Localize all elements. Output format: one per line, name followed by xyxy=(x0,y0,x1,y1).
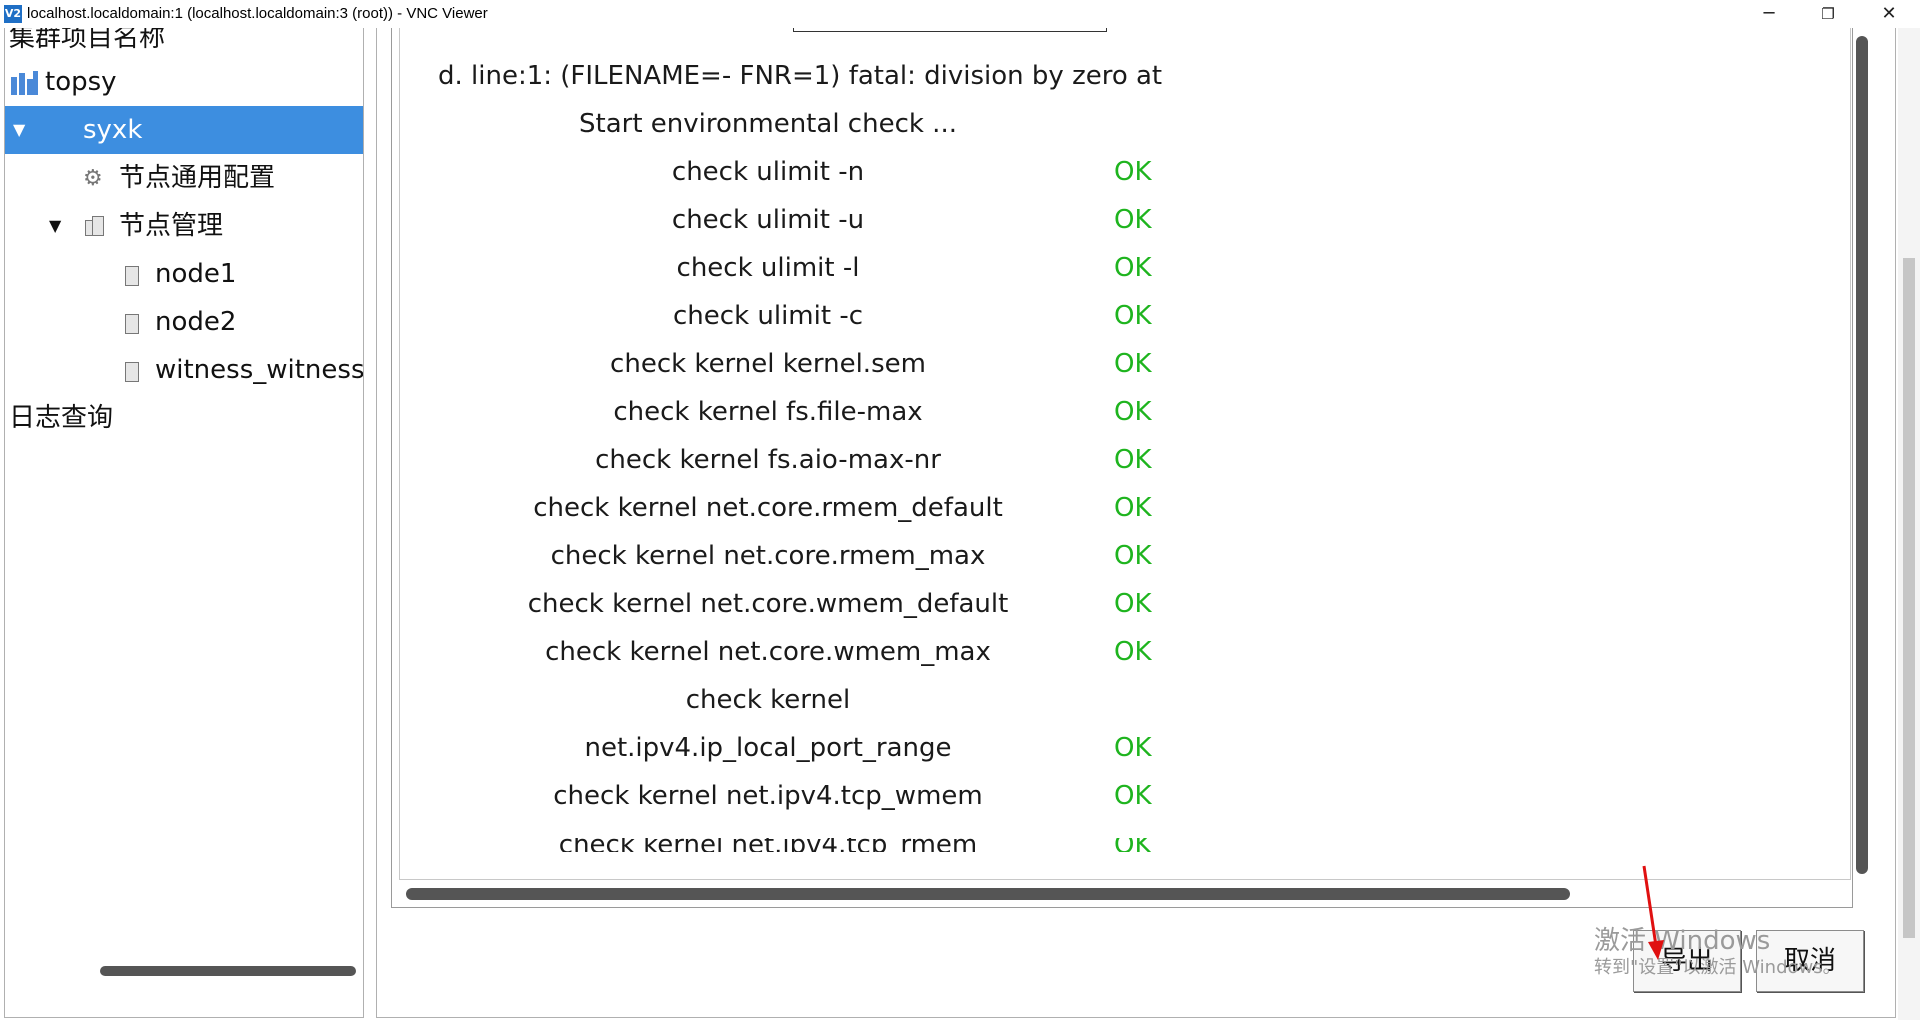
server-icon xyxy=(123,358,145,382)
check-label: check kernel kernel.sem xyxy=(610,349,926,379)
expand-arrow-icon[interactable]: ▼ xyxy=(49,216,62,235)
window-vertical-scrollbar[interactable] xyxy=(1903,258,1915,938)
check-output-area xyxy=(399,28,1851,880)
check-status-ok: OK xyxy=(1114,349,1152,379)
check-status-ok: OK xyxy=(1114,397,1152,427)
check-label: check kernel net.ipv4.tcp_rmem xyxy=(488,838,1048,852)
check-status-ok: OK xyxy=(1114,838,1152,852)
tree-item-log-query[interactable]: 日志查询 xyxy=(5,394,363,442)
check-status-ok: OK xyxy=(1114,781,1152,811)
tree-horizontal-scrollbar[interactable] xyxy=(100,966,356,976)
tree-item-node-management[interactable]: ▼ 节点管理 xyxy=(5,202,363,250)
tree-item-label: 日志查询 xyxy=(9,403,114,433)
output-vertical-scrollbar[interactable] xyxy=(1856,36,1868,874)
tree-item-label: witness_witness xyxy=(155,355,364,385)
minimize-button[interactable]: ─ xyxy=(1763,3,1775,24)
check-status-ok: OK xyxy=(1114,733,1152,763)
check-status-ok: OK xyxy=(1114,157,1152,187)
check-label: check ulimit -u xyxy=(671,205,865,235)
tree-item-node2[interactable]: node2 xyxy=(5,298,363,346)
output-horizontal-scrollbar[interactable] xyxy=(406,888,1570,900)
error-line: d. line:1: (FILENAME=- FNR=1) fatal: div… xyxy=(438,61,1163,91)
close-button[interactable]: ✕ xyxy=(1881,3,1897,24)
export-button[interactable]: 导出 xyxy=(1633,930,1741,992)
check-label: check kernel net.ipv4.tcp_wmem xyxy=(553,781,983,811)
check-label-wrapped-line2: net.ipv4.ip_local_port_range xyxy=(584,733,952,763)
project-tree-panel: 集群项目名称 topsy ▼ syxk ⚙ 节点通用配置 ▼ 节点管理 node… xyxy=(4,28,364,1018)
tree-item-label: 节点管理 xyxy=(119,211,224,241)
check-label: check kernel fs.aio-max-nr xyxy=(595,445,941,475)
gear-icon: ⚙ xyxy=(83,166,103,191)
check-status-ok: OK xyxy=(1114,301,1152,331)
tree-item-label: syxk xyxy=(83,115,143,145)
tree-item-project-topsy[interactable]: topsy xyxy=(5,58,363,106)
server-icon xyxy=(123,262,145,286)
check-status-ok: OK xyxy=(1114,253,1152,283)
check-label-wrapped-line1: check kernel xyxy=(685,685,851,715)
node-group-icon xyxy=(85,214,107,238)
check-status-ok: OK xyxy=(1114,589,1152,619)
check-status-ok: OK xyxy=(1114,445,1152,475)
check-label: check kernel net.core.wmem_max xyxy=(545,637,991,667)
expand-arrow-icon[interactable]: ▼ xyxy=(13,120,26,139)
windows-activation-watermark-title: 激活 Windows xyxy=(1594,926,1771,956)
red-annotation-arrow-icon xyxy=(1642,865,1664,960)
check-status-ok: OK xyxy=(1114,493,1152,523)
tree-item-label: 节点通用配置 xyxy=(119,163,276,193)
cancel-button[interactable]: 取消 xyxy=(1756,930,1864,992)
vnc-logo-icon: V2 xyxy=(4,5,22,23)
tree-item-witness[interactable]: witness_witness xyxy=(5,346,363,394)
check-label: check kernel net.core.wmem_default xyxy=(527,589,1009,619)
tree-header-label: 集群项目名称 xyxy=(9,28,166,53)
tree-item-label: node1 xyxy=(155,259,237,289)
check-status-ok: OK xyxy=(1114,541,1152,571)
tree-item-node1[interactable]: node1 xyxy=(5,250,363,298)
check-label: check ulimit -c xyxy=(673,301,863,331)
top-field-partial xyxy=(793,28,1107,32)
check-output-frame xyxy=(391,28,1853,908)
server-icon xyxy=(123,310,145,334)
check-label: check kernel net.core.rmem_default xyxy=(533,493,1003,523)
tree-header-cluster-project-name: 集群项目名称 xyxy=(5,28,363,62)
window-title: localhost.localdomain:1 (localhost.local… xyxy=(27,5,488,22)
project-icon xyxy=(11,71,39,95)
check-label: check kernel net.core.rmem_max xyxy=(550,541,986,571)
tree-item-label: topsy xyxy=(45,67,117,97)
window-title-bar: V2 localhost.localdomain:1 (localhost.lo… xyxy=(0,0,1920,28)
restore-button[interactable]: ❐ xyxy=(1821,5,1835,23)
windows-activation-watermark-subtitle: 转到"设置"以激活 Windows。 xyxy=(1594,957,1841,978)
tree-item-label: node2 xyxy=(155,307,237,337)
check-status-ok: OK xyxy=(1114,205,1152,235)
check-label: check kernel fs.file-max xyxy=(613,397,923,427)
check-label: check ulimit -l xyxy=(676,253,860,283)
check-status-ok: OK xyxy=(1114,637,1152,667)
clipped-check-line: check kernel net.ipv4.tcp_rmem OK xyxy=(399,838,1851,852)
tree-item-general-config[interactable]: ⚙ 节点通用配置 xyxy=(5,154,363,202)
tree-item-cluster-syxk[interactable]: ▼ syxk xyxy=(5,106,363,154)
check-label: check ulimit -n xyxy=(671,157,865,187)
start-check-line: Start environmental check ... xyxy=(579,109,957,139)
